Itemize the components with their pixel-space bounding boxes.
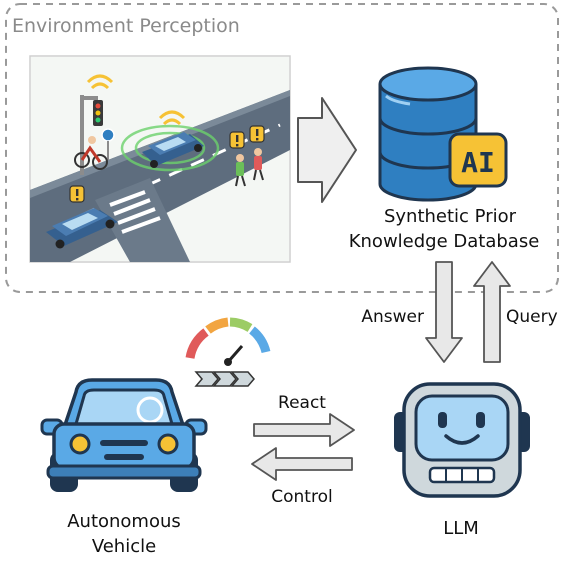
answer-label: Answer bbox=[361, 307, 424, 327]
vehicle-label-line2: Vehicle bbox=[92, 536, 156, 557]
perception-group-border bbox=[5, 3, 559, 293]
database-label-line1: Synthetic Prior bbox=[384, 206, 517, 227]
car-icon bbox=[40, 378, 208, 492]
control-label: Control bbox=[271, 487, 332, 507]
robot-icon bbox=[394, 382, 530, 498]
database-label-line2: Knowledge Database bbox=[349, 231, 540, 252]
llm-label: LLM bbox=[443, 518, 479, 539]
traffic-scene-image bbox=[29, 55, 291, 263]
speedometer-icon bbox=[185, 317, 271, 387]
control-arrow bbox=[251, 447, 353, 481]
query-arrow bbox=[473, 261, 511, 363]
answer-arrow bbox=[425, 261, 463, 363]
vehicle-label-line1: Autonomous bbox=[67, 511, 181, 532]
react-label: React bbox=[278, 393, 326, 413]
query-label: Query bbox=[506, 307, 558, 327]
perception-group-title: Environment Perception bbox=[12, 15, 240, 37]
scene-to-database-arrow bbox=[297, 97, 357, 203]
ai-badge-icon: AI bbox=[448, 132, 508, 188]
ai-badge-text: AI bbox=[461, 146, 495, 179]
react-arrow bbox=[253, 413, 355, 447]
